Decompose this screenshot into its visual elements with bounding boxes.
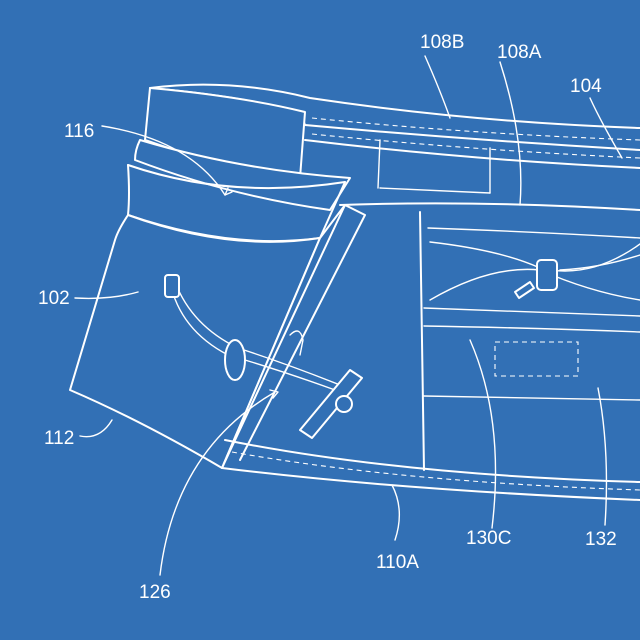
label-108b: 108B <box>420 32 464 53</box>
label-110a: 110A <box>376 552 419 573</box>
bag-body <box>69 204 640 501</box>
reference-labels: 108B 108A 104 116 102 112 126 110A 130C … <box>38 32 617 603</box>
leader-lines <box>74 55 623 576</box>
label-130c: 130C <box>466 528 511 549</box>
label-132: 132 <box>585 529 617 550</box>
label-102: 102 <box>38 288 70 309</box>
label-108a: 108A <box>497 42 542 63</box>
drawcord-left <box>164 274 363 439</box>
label-104: 104 <box>570 76 602 97</box>
label-126: 126 <box>139 582 171 603</box>
label-116: 116 <box>64 121 94 142</box>
drawcord-right <box>429 241 640 301</box>
label-112: 112 <box>44 428 74 449</box>
top-flap <box>127 87 351 243</box>
